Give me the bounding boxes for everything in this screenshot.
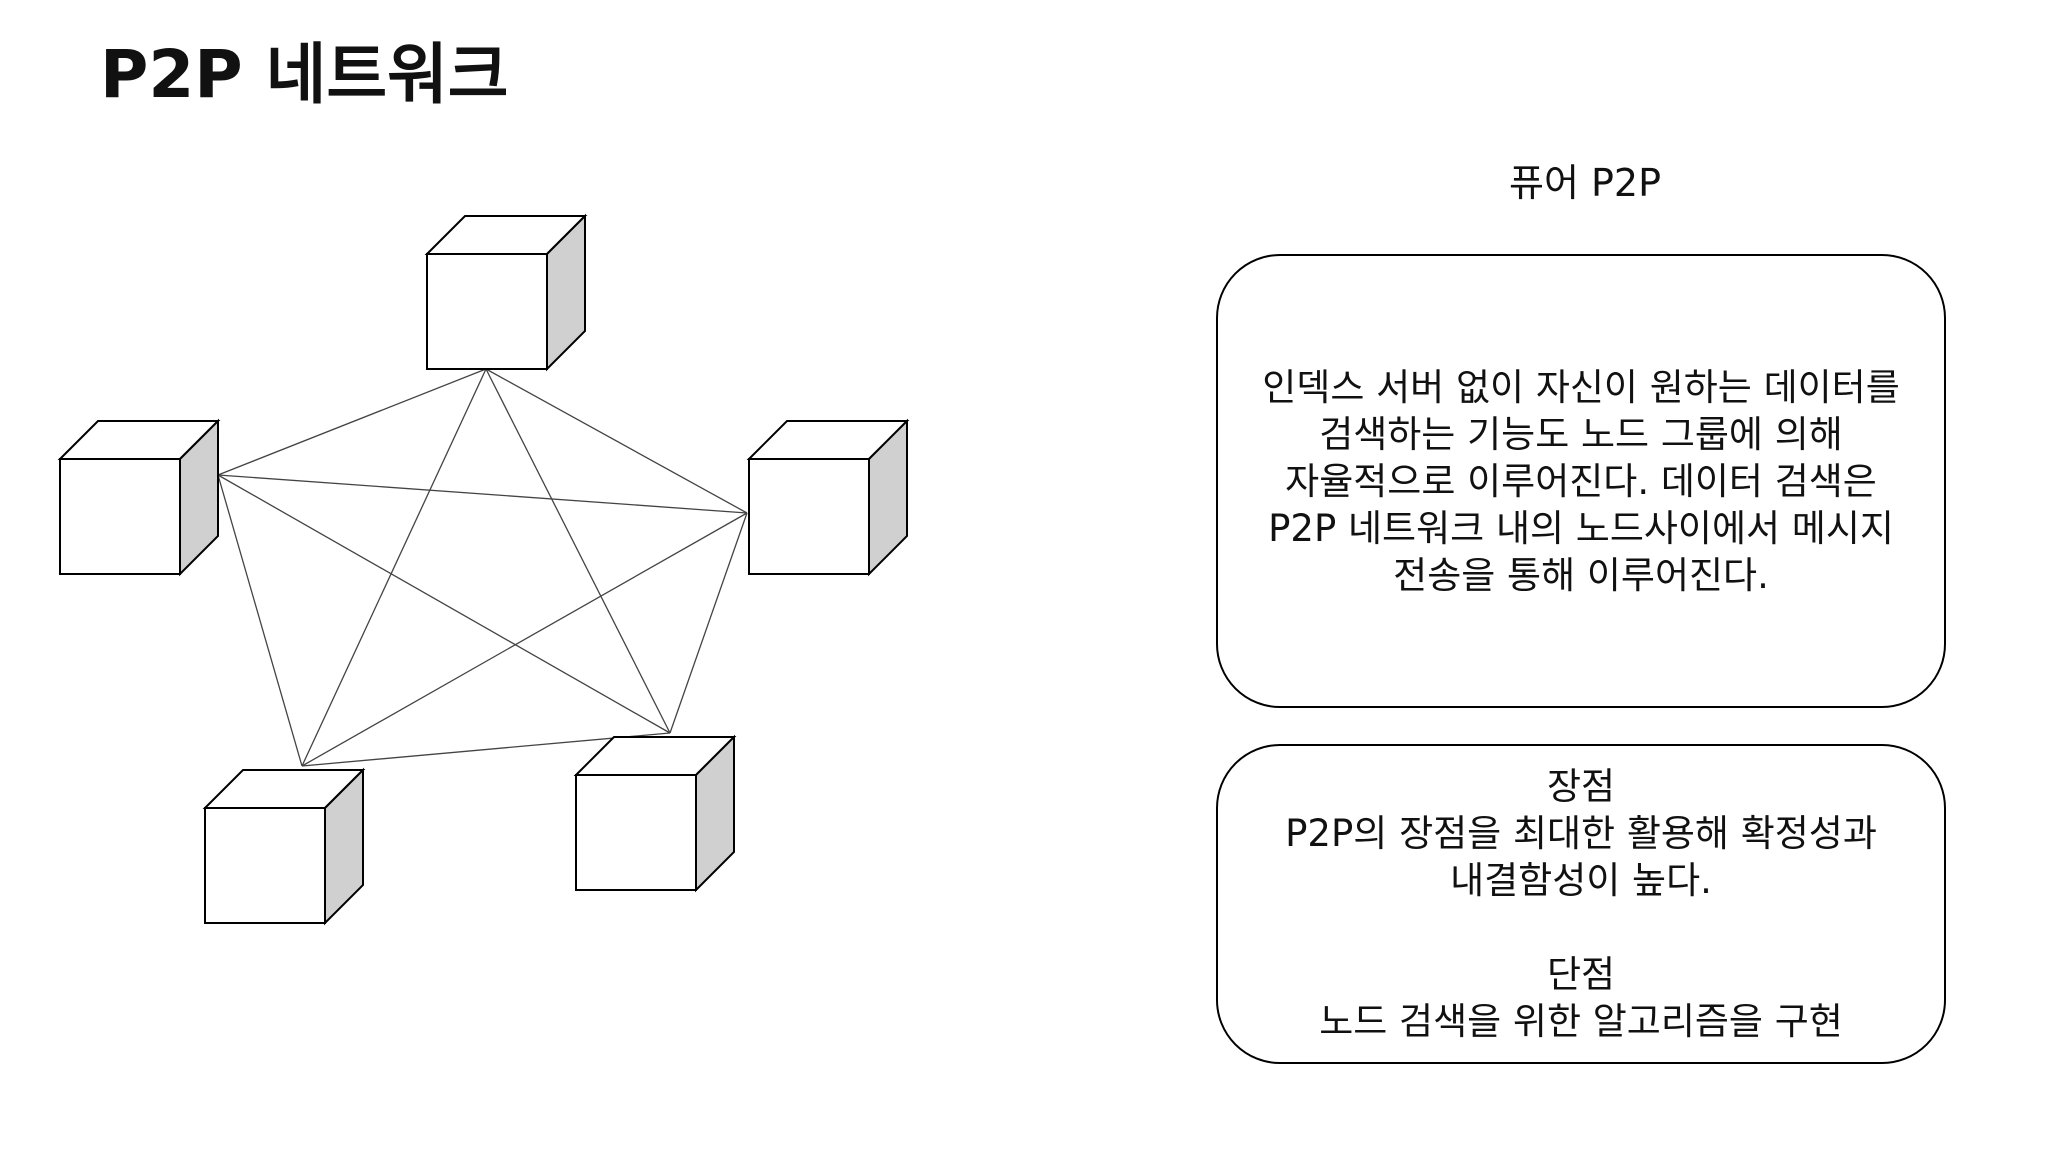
slide-title: P2P 네트워크 [100, 36, 509, 113]
node-bottom-right-cube-icon [573, 734, 737, 893]
link-right-bottom-right [669, 512, 748, 734]
link-bottom-left-bottom-right [301, 732, 671, 767]
cons-text: 노드 검색을 위한 알고리즘을 구현 [1319, 1000, 1843, 1043]
link-top-left [217, 368, 487, 476]
link-left-bottom-right [217, 474, 671, 734]
connection-lines [217, 368, 748, 767]
pros-text-line-1: P2P의 장점을 최대한 활용해 확정성과 [1285, 812, 1877, 855]
node-top-cube-icon [424, 213, 588, 372]
link-top-right [485, 368, 748, 514]
link-top-bottom-left [301, 368, 487, 767]
description-box: 인덱스 서버 없이 자신이 원하는 데이터를 검색하는 기능도 노드 그룹에 의… [1216, 254, 1946, 708]
node-left-cube-icon [57, 418, 221, 577]
description-text: 인덱스 서버 없이 자신이 원하는 데이터를 검색하는 기능도 노드 그룹에 의… [1262, 365, 1900, 597]
panel-subtitle: 퓨어 P2P [1508, 161, 1661, 205]
p2p-network-diagram [57, 213, 910, 926]
pros-cons-box: 장점 P2P의 장점을 최대한 활용해 확정성과 내결함성이 높다. 단점 노드… [1216, 744, 1946, 1064]
link-left-right [217, 474, 748, 514]
pros-heading: 장점 [1546, 765, 1616, 808]
pros-text-line-2: 내결함성이 높다. [1450, 859, 1712, 902]
link-left-bottom-left [217, 474, 303, 767]
link-top-bottom-right [485, 368, 671, 734]
node-right-cube-icon [746, 418, 910, 577]
cons-heading: 단점 [1546, 953, 1616, 996]
link-right-bottom-left [301, 512, 748, 767]
node-bottom-left-cube-icon [202, 767, 366, 926]
